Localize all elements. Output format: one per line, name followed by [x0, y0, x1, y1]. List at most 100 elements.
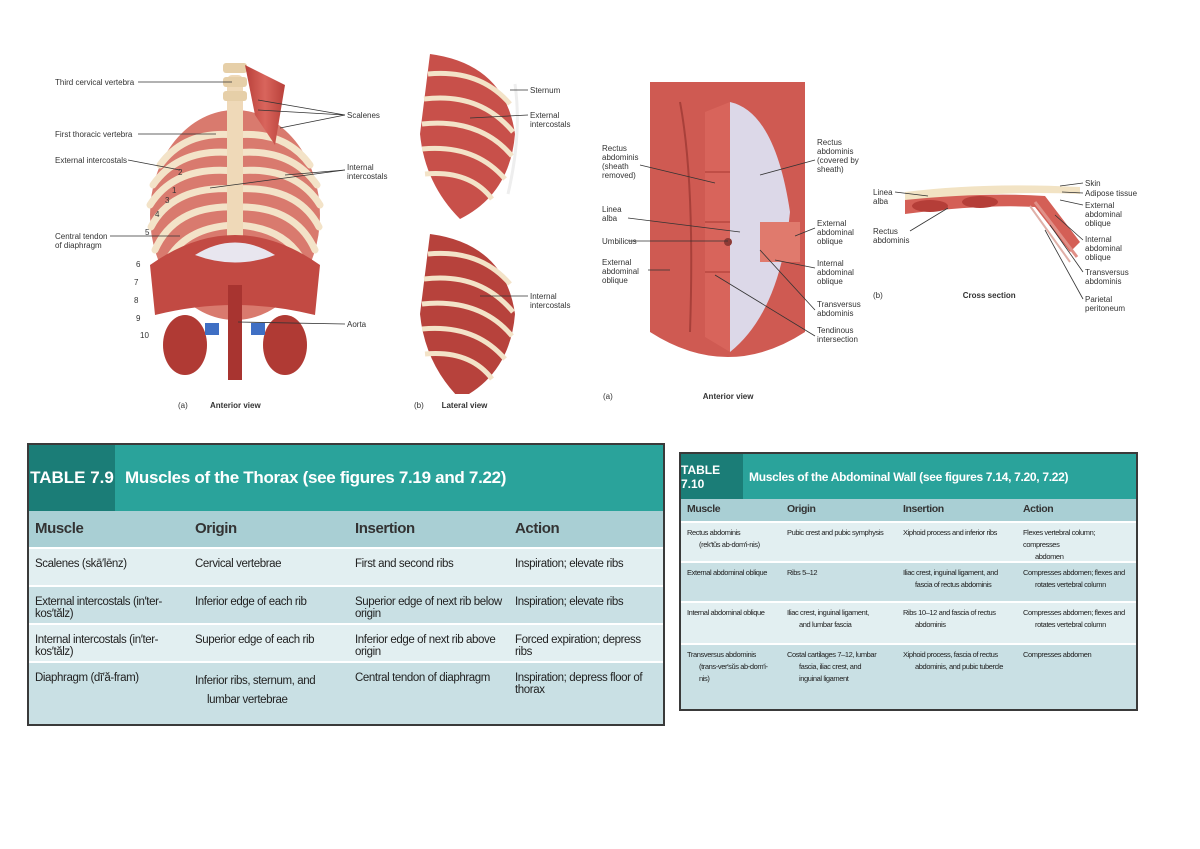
cell-action: Forced expiration; depress ribs — [515, 634, 641, 658]
label-external-intercostals-a: External intercostals — [55, 156, 128, 165]
rib-number: 10 — [140, 331, 149, 340]
rib-number: 2 — [178, 168, 183, 177]
rib-number: 1 — [172, 186, 177, 195]
label-scalenes: Scalenes — [347, 111, 380, 120]
col-header-muscle: Muscle — [35, 520, 84, 537]
table-row: Diaphragm (dī′ă-fram) Inferior ribs, ste… — [29, 661, 663, 722]
cell-origin: Inferior edge of each rib — [195, 596, 307, 608]
label-external-d: External abdominal oblique — [1085, 201, 1122, 228]
label-adipose: Adipose tissue — [1085, 189, 1138, 198]
caption-figure-c: (a)Anterior view — [603, 392, 754, 401]
table-7-10-title: Muscles of the Abdominal Wall (see figur… — [749, 469, 1069, 484]
caption-figure-a: (a) Anterior view — [178, 401, 261, 410]
table-7-10-column-headers: Muscle Origin Insertion Action — [681, 499, 1136, 521]
rib-number: 7 — [134, 278, 139, 287]
col-header-origin: Origin — [787, 503, 816, 515]
cell-muscle: Internal abdominal oblique — [687, 608, 765, 617]
table-7-9-number: TABLE 7.9 — [29, 445, 115, 511]
label-central-tendon: Central tendon of diaphragm — [55, 232, 108, 250]
caption-figure-d: (b)Cross section — [873, 291, 1016, 300]
table-7-9-header: TABLE 7.9 Muscles of the Thorax (see fig… — [29, 445, 663, 511]
label-rectus-covered: Rectus abdominis (covered by sheath) — [817, 138, 859, 174]
label-third-cervical: Third cervical vertebra — [55, 78, 135, 87]
label-internal-d: Internal abdominal oblique — [1085, 235, 1122, 262]
label-parietal: Parietal peritoneum — [1085, 295, 1126, 313]
table-7-10-number: TABLE 7.10 — [681, 454, 743, 499]
col-header-origin: Origin — [195, 520, 237, 537]
cell-origin: Ribs 5–12 — [787, 568, 818, 577]
label-external-oblique-left: External abdominal oblique — [602, 258, 639, 285]
rib-number: 9 — [136, 314, 141, 323]
table-row: Transversus abdominis(trans-ver′sŭs ab-d… — [681, 643, 1136, 705]
col-header-action: Action — [515, 520, 560, 537]
label-rectus-d: Rectus abdominis — [873, 227, 910, 245]
cell-muscle: External intercostals (in′ter-kos′tălz) — [35, 596, 162, 620]
rib-number: 8 — [134, 296, 139, 305]
label-aorta: Aorta — [347, 320, 367, 329]
label-first-thoracic: First thoracic vertebra — [55, 130, 133, 139]
cell-muscle: Transversus abdominis(trans-ver′sŭs ab-d… — [687, 650, 768, 683]
table-row: Internal intercostals (in′ter-kos′tălz) … — [29, 623, 663, 661]
cell-muscle: External abdominal oblique — [687, 568, 768, 577]
cell-origin: Superior edge of each rib — [195, 634, 315, 646]
label-internal-intercostals-a: Internal intercostals — [347, 163, 388, 181]
rib-number: 4 — [155, 210, 160, 219]
table-row: Internal abdominal oblique Iliac crest, … — [681, 601, 1136, 643]
label-external-intercostals-b: External intercostals — [530, 111, 571, 129]
label-umbilicus: Umbilicus — [602, 237, 637, 246]
table-7-9-column-headers: Muscle Origin Insertion Action — [29, 511, 663, 547]
label-linea-alba-d: Linea alba — [873, 188, 893, 206]
cell-insertion: Xiphoid process and inferior ribs — [903, 528, 997, 537]
cell-insertion: First and second ribs — [355, 558, 454, 570]
thorax-anterior-illustration — [146, 63, 324, 380]
abdomen-anterior-illustration — [650, 82, 805, 357]
table-row: Scalenes (skā′lēnz) Cervical vertebrae F… — [29, 547, 663, 585]
cell-insertion: Inferior edge of next rib above origin — [355, 634, 496, 658]
caption-figure-b: (b) Lateral view — [414, 401, 488, 410]
label-external-oblique-right: External abdominal oblique — [817, 219, 854, 246]
table-7-10-header: TABLE 7.10 Muscles of the Abdominal Wall… — [681, 454, 1136, 499]
cell-muscle: Internal intercostals (in′ter-kos′tălz) — [35, 634, 159, 658]
cell-origin-line2: lumbar vertebrae — [207, 694, 288, 706]
table-7-9: TABLE 7.9 Muscles of the Thorax (see fig… — [27, 443, 665, 726]
cell-muscle: Scalenes (skā′lēnz) — [35, 558, 127, 570]
rib-number: 6 — [136, 260, 141, 269]
cell-action: Inspiration; elevate ribs — [515, 558, 624, 570]
cell-muscle: Rectus abdominis(rek′tŭs ab-dom′i-nis) — [687, 528, 760, 549]
label-internal-oblique-right: Internal abdominal oblique — [817, 259, 854, 286]
label-transversus-d: Transversus abdominis — [1085, 268, 1129, 286]
table-row: External abdominal oblique Ribs 5–12 Ili… — [681, 561, 1136, 601]
label-internal-intercostals-b: Internal intercostals — [530, 292, 571, 310]
label-skin: Skin — [1085, 179, 1101, 188]
label-rectus-sheath-removed: Rectus abdominis (sheath removed) — [602, 144, 639, 180]
cell-insertion: Central tendon of diaphragm — [355, 672, 490, 684]
cell-origin: Inferior ribs, sternum, and lumbar verte… — [189, 663, 349, 722]
cell-insertion: Superior edge of next rib below origin — [355, 596, 502, 620]
abdomen-cross-section-illustration — [905, 185, 1080, 263]
label-tendinous: Tendinous intersection — [817, 326, 858, 344]
col-header-muscle: Muscle — [687, 503, 721, 515]
thorax-lateral-illustration — [420, 54, 519, 394]
cell-origin-line1: Inferior ribs, sternum, and — [195, 675, 316, 687]
label-transversus-c: Transversus abdominis — [817, 300, 861, 318]
cell-origin: Iliac crest, inguinal ligament,and lumba… — [787, 608, 869, 629]
col-header-insertion: Insertion — [903, 503, 944, 515]
table-row: Rectus abdominis(rek′tŭs ab-dom′i-nis) P… — [681, 521, 1136, 561]
rib-number: 5 — [145, 228, 150, 237]
cell-action: Inspiration; depress floor of thorax — [515, 672, 643, 696]
table-row: External intercostals (in′ter-kos′tălz) … — [29, 585, 663, 623]
table-7-10: TABLE 7.10 Muscles of the Abdominal Wall… — [679, 452, 1138, 711]
cell-muscle: Diaphragm (dī′ă-fram) — [35, 672, 139, 684]
label-linea-alba-c: Linea alba — [602, 205, 622, 223]
cell-action: Inspiration; elevate ribs — [515, 596, 624, 608]
cell-origin: Pubic crest and pubic symphysis — [787, 528, 884, 537]
cell-origin: Cervical vertebrae — [195, 558, 282, 570]
rib-number: 3 — [165, 196, 170, 205]
